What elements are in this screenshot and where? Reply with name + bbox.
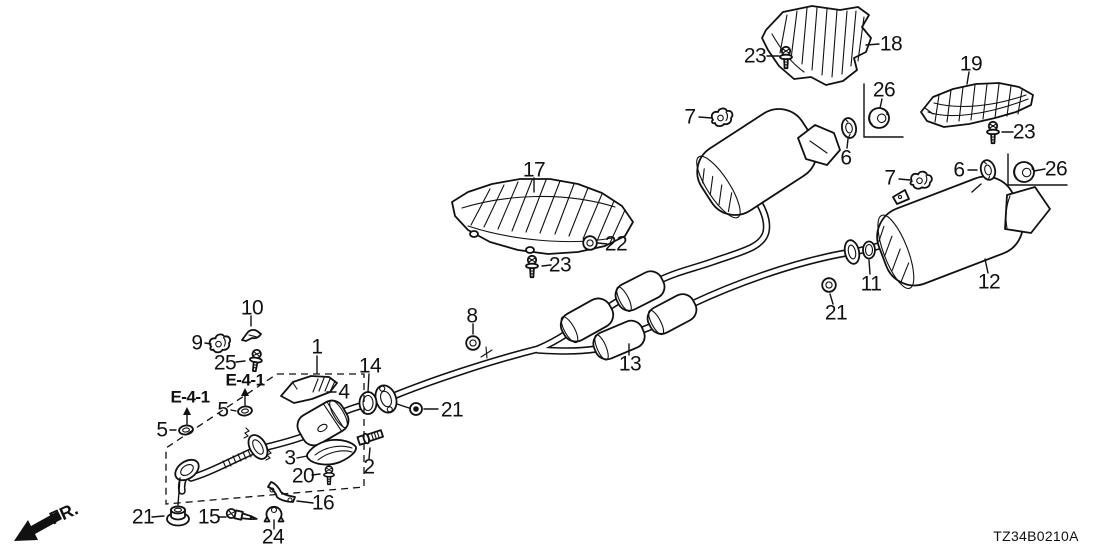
- spring-joint-flange: [243, 427, 272, 461]
- engine-ref-label: E-4-1: [225, 370, 265, 390]
- part-number-label: 11: [860, 272, 882, 296]
- bolt-2-icon: [356, 429, 384, 446]
- muffler-left: [696, 108, 841, 219]
- bolt-23-icon: [986, 120, 1000, 145]
- catalytic-converter: [296, 399, 350, 447]
- part-number-label: 15: [197, 505, 221, 529]
- bolt-23-icon: [525, 254, 539, 279]
- front-pipe-flange: [174, 458, 200, 482]
- part-number-label: 23: [548, 253, 572, 277]
- rubber-mount-26-icon: [1011, 159, 1037, 185]
- clamp-7-icon: [908, 168, 934, 192]
- part-number-label: 21: [131, 505, 155, 529]
- part-number-label: 13: [618, 352, 642, 376]
- part-number-label: 14: [358, 354, 382, 378]
- part-number-label: 1: [311, 335, 323, 359]
- nut-21-icon: [821, 277, 837, 293]
- part-number-label: 16: [311, 491, 335, 515]
- part-number-label: 5: [156, 418, 168, 442]
- engine-ref-label: E-4-1: [170, 387, 210, 407]
- part-number-label: 26: [1044, 157, 1068, 181]
- part-number-label: 22: [604, 232, 628, 256]
- gasket-11-icon: [862, 240, 876, 260]
- part-number-label: 23: [743, 44, 767, 68]
- part-number-label: 21: [824, 301, 848, 325]
- part-number-label: 6: [840, 146, 852, 170]
- part-number-label: 25: [213, 351, 237, 375]
- grommet-21-icon: [409, 402, 423, 416]
- drain-plug-21-icon: [166, 505, 190, 527]
- part-number-label: 18: [879, 32, 903, 56]
- part-number-label: 5: [217, 398, 229, 422]
- gasket-5-icon: [177, 423, 195, 437]
- nut-22-icon: [582, 235, 598, 251]
- sensor-bolt-15-icon: [225, 508, 258, 521]
- rubber-mount-26-icon: [865, 104, 893, 132]
- clamp-24-icon: [263, 505, 285, 523]
- heat-shield-4: [280, 375, 338, 404]
- part-number-label: 10: [240, 296, 264, 320]
- reference-bracket-lines: [863, 83, 1068, 186]
- part-number-label: 8: [466, 304, 478, 328]
- match-arrow-up: [183, 388, 249, 425]
- gasket-14-icon: [358, 391, 378, 415]
- part-number-label: 9: [191, 331, 203, 355]
- part-number-label: 2: [363, 455, 375, 479]
- part-number-label: 3: [284, 446, 296, 470]
- pipe-flange-rear: [374, 384, 398, 414]
- part-number-label: 24: [261, 525, 285, 549]
- heat-shield-17: [451, 178, 634, 255]
- heat-shield-19: [920, 82, 1034, 128]
- clamp-7-icon: [710, 107, 734, 128]
- part-number-label: 12: [977, 270, 1001, 294]
- heat-shield-18: [761, 5, 872, 86]
- resonator: [559, 297, 615, 344]
- part-number-label: 17: [522, 158, 546, 182]
- part-number-label: 7: [884, 166, 896, 190]
- nut-8-icon: [465, 335, 481, 351]
- stay-bracket-16-icon: [267, 481, 296, 503]
- part-number-label: 26: [872, 78, 896, 102]
- part-number-label: 20: [291, 464, 315, 488]
- muffler-right-12: [876, 175, 1051, 289]
- stud-8: [480, 346, 493, 359]
- gasket-5-icon: [236, 404, 254, 418]
- fr-direction-arrow: [14, 511, 62, 541]
- heat-shield-3: [306, 438, 357, 466]
- part-number-label: 21: [440, 398, 464, 422]
- part-number-label: 4: [338, 380, 350, 404]
- part-number-label: 6: [953, 158, 965, 182]
- part-number-label: 23: [1012, 120, 1036, 144]
- clamp-9-icon: [208, 332, 232, 354]
- resonator: [646, 293, 698, 336]
- part-number-label: 7: [684, 105, 696, 129]
- part-number-label: 19: [959, 52, 983, 76]
- resonator: [614, 270, 666, 312]
- bracket-10-icon: [241, 329, 262, 342]
- resonator: [592, 319, 646, 361]
- diagram-code: TZ34B0210A: [993, 528, 1079, 544]
- rubber-mount-6-icon: [839, 116, 859, 140]
- assembly-boundary-box: [165, 373, 365, 505]
- bolt-25-icon: [247, 348, 265, 373]
- leader-lines: [151, 43, 1046, 530]
- pipe-flange-mid: [843, 239, 861, 265]
- bolt-20-icon: [323, 465, 335, 486]
